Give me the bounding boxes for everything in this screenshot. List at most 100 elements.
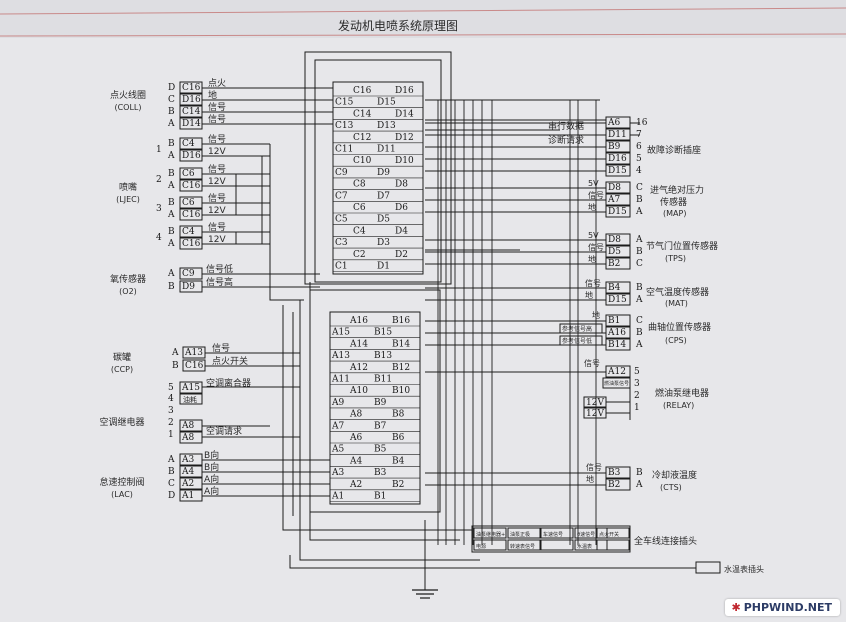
pin-letter: 1 xyxy=(168,430,174,440)
pin-label: D4 xyxy=(395,226,408,236)
terminal-label: D8 xyxy=(608,235,621,245)
terminal-label: D15 xyxy=(608,207,627,217)
signal-label: B向 xyxy=(204,461,219,473)
cps-label-box xyxy=(559,335,603,346)
paper-top-band xyxy=(0,0,846,38)
signal-label: A向 xyxy=(204,485,219,497)
signal-label: 参考信号高 xyxy=(562,325,592,333)
terminal-label: A8 xyxy=(181,433,194,443)
pin-label: B4 xyxy=(392,456,405,466)
relay-sub: (RELAY) xyxy=(663,401,694,410)
signal-label: 地 xyxy=(588,254,596,264)
terminal-label: D11 xyxy=(608,130,627,140)
pin-label: B1 xyxy=(374,492,386,502)
harness-connector xyxy=(471,525,631,553)
pin-letter: B xyxy=(168,198,175,208)
pin-label: D15 xyxy=(377,98,396,108)
terminal-label: C9 xyxy=(182,269,195,279)
terminal-label: D14 xyxy=(182,119,201,129)
pin-label: B7 xyxy=(374,421,387,431)
harness-pin xyxy=(596,539,630,551)
signal-label: 信号 xyxy=(208,192,226,204)
signal-label: 信号 xyxy=(208,133,226,145)
terminal-label: A15 xyxy=(181,383,200,393)
water-temp-plug-label: 水温表插头 xyxy=(724,564,764,574)
harness-pin xyxy=(540,539,574,551)
pin-label: A7 xyxy=(331,421,344,431)
harness-pin-label: 电源 xyxy=(476,543,486,550)
pin-letter: A xyxy=(635,207,643,217)
terminal-label: D15 xyxy=(608,166,627,176)
pin-letter: B xyxy=(168,139,175,149)
pin-label: A9 xyxy=(331,398,344,408)
pin-label: B8 xyxy=(392,410,405,420)
pin-letter: A xyxy=(167,455,175,465)
pin-letter: 5 xyxy=(168,383,174,393)
signal-label: 信号 xyxy=(586,462,602,472)
pin-letter: B xyxy=(168,107,175,117)
terminal-label: C16 xyxy=(185,361,204,371)
injector-name: 喷嘴 xyxy=(119,182,137,193)
pin-label: B16 xyxy=(392,316,410,326)
map-sub: (MAP) xyxy=(663,209,686,218)
ac-relay-terminal xyxy=(179,393,203,405)
pin-label: B13 xyxy=(374,351,392,361)
signal-label: 点火开关 xyxy=(212,355,248,367)
pin-letter: 1 xyxy=(634,403,640,413)
pin-letter: 2 xyxy=(634,391,640,401)
pin-letter: B xyxy=(636,328,643,338)
pin-label: D16 xyxy=(395,86,414,96)
signal-label: 12V xyxy=(208,147,226,157)
canister-name: 碳罐 xyxy=(113,351,131,363)
signal-label: 12V xyxy=(208,235,226,245)
signal-label: 空调请求 xyxy=(206,425,242,437)
pin-label: D12 xyxy=(395,133,414,143)
pin-label: C10 xyxy=(353,156,372,166)
star-logo-icon: ✱ xyxy=(731,601,741,614)
pin-label: A15 xyxy=(331,328,350,338)
signal-label: 信号 xyxy=(584,358,600,368)
terminal-label: D16 xyxy=(608,154,627,164)
pin-label: B11 xyxy=(374,375,392,385)
pin-label: B14 xyxy=(392,339,410,349)
terminal-label: 12V xyxy=(586,409,604,419)
pin-letter: B xyxy=(636,247,643,257)
map-name2: 传感器 xyxy=(660,196,687,208)
pin-label: C8 xyxy=(353,180,366,190)
signal-label: 5V xyxy=(588,179,599,188)
signal-label: 信号 xyxy=(208,163,226,175)
signal-label: 地 xyxy=(585,290,593,300)
pin-label: C2 xyxy=(353,250,366,260)
harness-pin-label: 水温表 xyxy=(577,543,592,550)
pin-letter: D xyxy=(168,83,175,93)
terminal-label: B4 xyxy=(608,283,621,293)
signal-label: 地 xyxy=(208,89,217,101)
pin-label: B3 xyxy=(374,468,387,478)
cps-label-box xyxy=(559,323,603,334)
terminal-label: C16 xyxy=(182,239,201,249)
signal-label: 5V xyxy=(588,231,599,240)
pin-letter: A xyxy=(635,480,643,490)
pin-label: A13 xyxy=(331,351,350,361)
signal-label: 参考信号低 xyxy=(562,337,592,345)
ignition-coil-name: 点火线圈 xyxy=(110,89,146,101)
signal-label: 诊断请求 xyxy=(548,134,584,146)
pin-label: A2 xyxy=(349,480,362,490)
pin-letter: 4 xyxy=(168,394,174,404)
wire xyxy=(282,305,472,531)
terminal-label: D9 xyxy=(182,282,195,292)
pin-label: A10 xyxy=(349,386,368,396)
pin-letter: 16 xyxy=(636,118,648,128)
pin-label: D11 xyxy=(377,145,396,155)
wire xyxy=(299,300,480,561)
map-name: 进气绝对压力 xyxy=(650,184,704,196)
pin-letter: A xyxy=(167,239,175,249)
pin-letter: A xyxy=(635,295,643,305)
terminal-label: C6 xyxy=(182,169,195,179)
injector-number: 1 xyxy=(156,145,162,155)
terminal-label: A6 xyxy=(607,118,620,128)
pin-letter: A xyxy=(171,348,179,358)
pin-letter: B xyxy=(168,227,175,237)
